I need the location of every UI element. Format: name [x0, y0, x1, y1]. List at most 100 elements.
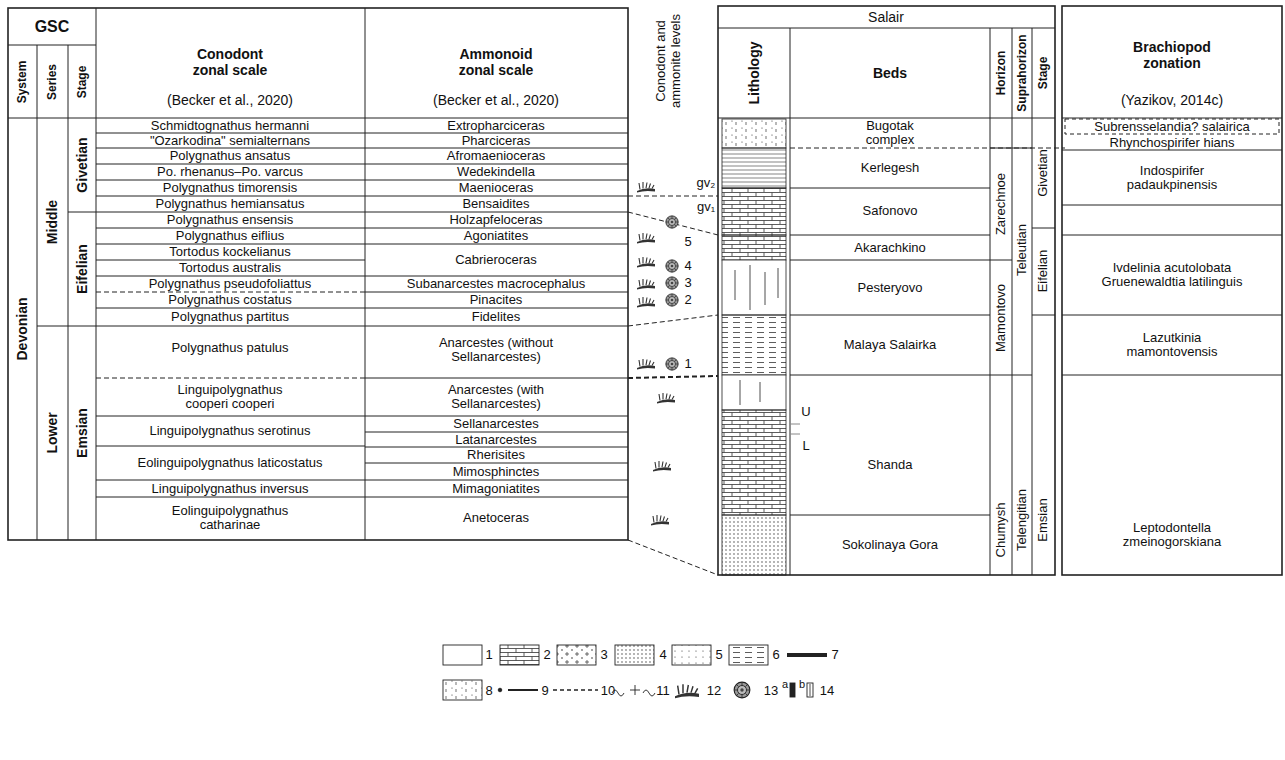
bed-name: Bugotak complex: [845, 119, 935, 147]
header-label: Stage: [1036, 57, 1050, 90]
header-label: Series: [45, 64, 59, 100]
conodont-zone: Linguipolygnathus inversus: [152, 482, 309, 496]
stage-name: Givetian: [1036, 149, 1050, 197]
conodont-zone: "Ozarkodina" semialternans: [150, 134, 310, 148]
stage-label: Emsian: [74, 408, 90, 458]
column-title: Ammonoid zonal scale: [441, 46, 551, 78]
citation: (Yazikov, 2014c): [1121, 92, 1223, 108]
conodont-zone: Polygnathus patulus: [171, 341, 288, 355]
ammonoid-zone: Agoniatites: [464, 229, 528, 243]
ammonoid-zone: Pinacites: [470, 293, 523, 307]
conodont-zone: Polygnathus eiflius: [176, 229, 284, 243]
series-label: Lower: [44, 412, 60, 453]
horizon-name: Chumysh: [994, 503, 1008, 558]
conodont-zone: Eolinguipolygnathus laticostatus: [137, 456, 322, 470]
level-number: 4: [684, 259, 691, 273]
citation: (Becker et al., 2020): [433, 92, 559, 108]
legend-number: 11: [656, 684, 670, 698]
header-label: Stage: [75, 66, 89, 99]
ammonoid-zone: Mimosphinctes: [453, 465, 540, 479]
ammonoid-zone: Sellanarcestes: [453, 417, 538, 431]
column-title: Conodont and ammonite levels: [653, 5, 683, 117]
ammonoid-zone: Latanarcestes: [455, 433, 537, 447]
lithology-column: [722, 119, 786, 575]
legend-number: 10: [601, 684, 615, 698]
horizon-name: Zarechnoe: [994, 173, 1008, 235]
brachiopod-zone: Indospirifer padaukpinensis: [1097, 164, 1247, 192]
citation: (Becker et al., 2020): [167, 92, 293, 108]
conodont-zone: Polygnathus ensensis: [167, 213, 293, 227]
horizon-name: Mamontovo: [994, 284, 1008, 352]
legend-number: 9: [541, 684, 548, 698]
legend-number: 3: [600, 648, 607, 662]
bed-unit: L: [802, 439, 809, 453]
header-label: System: [15, 61, 29, 104]
conodont-zone: Polygnathus costatus: [168, 293, 292, 307]
column-title: Conodont zonal scale: [178, 46, 283, 78]
conodont-zone: Linguipolygnathus serotinus: [149, 424, 310, 438]
header-label: GSC: [12, 18, 92, 36]
ammonoid-zone: Wedekindella: [457, 165, 535, 179]
stage-name: Eifelian: [1036, 250, 1050, 293]
bed-name: Pesteryovo: [857, 281, 922, 295]
system-label: Devonian: [14, 297, 30, 360]
legend-number: 2: [543, 648, 550, 662]
conodont-zone: Tortodus australis: [179, 261, 281, 275]
conodont-zone: Polygnathus ansatus: [170, 149, 291, 163]
legend-swatches: [443, 645, 827, 700]
level-number: 5: [684, 235, 691, 249]
column-title: Brachiopod zonation: [1112, 39, 1232, 71]
ammonoid-zone: Bensaidites: [462, 197, 529, 211]
legend-number: 4: [659, 648, 666, 662]
suprahorizon-name: Teleutian: [1015, 224, 1029, 276]
level-symbols: [637, 182, 678, 526]
legend-sub-label: a: [782, 678, 788, 690]
ammonoid-zone: Maenioceras: [459, 181, 533, 195]
conodont-zone: Po. rhenanus–Po. varcus: [157, 165, 303, 179]
ammonoid-zone: Fidelites: [472, 310, 520, 324]
header-label: Suprahorizon: [1015, 34, 1029, 111]
bed-name: Akarachkino: [854, 241, 926, 255]
conodont-zone: Linguipolygnathus cooperi cooperi: [155, 383, 305, 411]
ammonoid-zone: Holzapfeloceras: [449, 213, 542, 227]
conodont-zone: Polygnathus partitus: [171, 310, 289, 324]
ammonoid-zone: Anarcestes (without Sellanarcestes): [411, 336, 581, 364]
conodont-zone: Tortodus kockelianus: [169, 245, 290, 259]
legend-number: 6: [772, 648, 779, 662]
legend-number: 5: [715, 648, 722, 662]
legend-number: 1: [485, 648, 492, 662]
legend-number: 14: [820, 684, 834, 698]
stage-label: Givetian: [74, 137, 90, 192]
ammonoid-zone: Pharciceras: [462, 134, 531, 148]
brachiopod-zone: Rhynchospirifer hians: [1109, 136, 1234, 150]
brachiopod-zone: Lazutkinia mamontovensis: [1112, 331, 1232, 359]
conodont-zone: Polygnathus pseudofoliattus: [149, 277, 312, 291]
ammonoid-zone: Extropharciceras: [447, 119, 545, 133]
legend-sub-label: b: [799, 678, 805, 690]
bed-name: Kerlegesh: [861, 161, 920, 175]
legend-number: 7: [831, 648, 838, 662]
level-number: 2: [684, 293, 691, 307]
gsc-table-grid: [8, 8, 628, 540]
conodont-zone: Polygnathus hemiansatus: [156, 197, 305, 211]
ammonoid-zone: Anetoceras: [463, 511, 529, 525]
brachiopod-table-grid: [1062, 6, 1282, 575]
ammonoid-zone: Subanarcestes macrocephalus: [407, 277, 586, 291]
series-label: Middle: [44, 200, 60, 244]
legend-number: 13: [764, 684, 778, 698]
level-number: 1: [684, 357, 691, 371]
stage-label: Eifelian: [74, 244, 90, 294]
ammonoid-zone: Mimagoniatites: [452, 482, 539, 496]
header-label: Horizon: [994, 51, 1008, 96]
substage-label: gv₁: [697, 200, 715, 214]
ammonoid-zone: Rherisites: [467, 448, 525, 462]
bed-name: Shanda: [868, 458, 913, 472]
ammonoid-zone: Anarcestes (with Sellanarcestes): [411, 383, 581, 411]
brachiopod-zone: Leptodontella zmeinogorskiana: [1092, 521, 1252, 549]
legend-number: 12: [707, 684, 721, 698]
header-label: Lithology: [746, 42, 762, 105]
level-number: 3: [684, 276, 691, 290]
bed-unit: U: [801, 405, 810, 419]
bed-name: Safonovo: [863, 204, 918, 218]
